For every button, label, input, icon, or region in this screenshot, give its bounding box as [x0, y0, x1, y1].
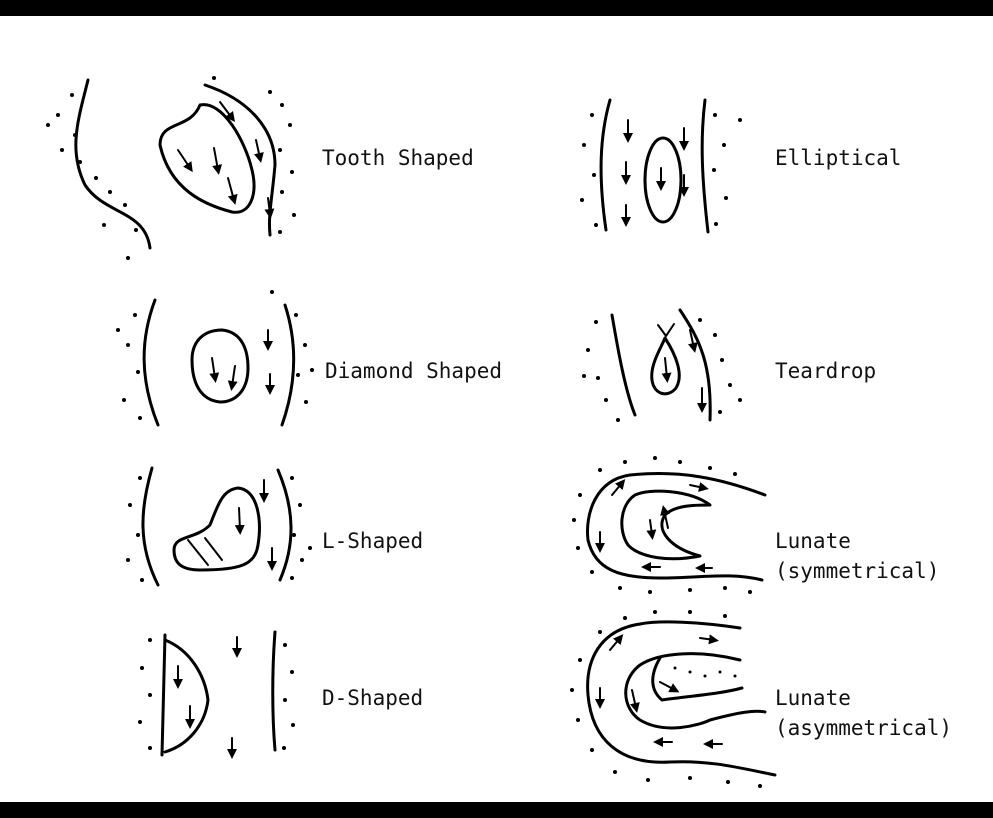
inner-bar-outline: [653, 658, 742, 700]
bank-line: [76, 80, 150, 248]
label-lunate-asymmetrical-subtitle: (asymmetrical): [775, 716, 952, 740]
bar-outline: [622, 491, 710, 559]
bank-line: [162, 635, 165, 755]
bank-line: [143, 468, 158, 585]
diamond-shaped-figure: [116, 290, 314, 425]
label-teardrop: Teardrop: [775, 359, 876, 383]
bar-outline: [645, 138, 681, 222]
lunate-symmetrical-figure: [572, 456, 765, 594]
label-tooth-shaped: Tooth Shaped: [322, 146, 474, 170]
l-shaped-figure: [126, 468, 312, 585]
flow-arrows: [626, 120, 684, 222]
bank-line: [601, 100, 610, 230]
arrow-tip: [658, 324, 674, 336]
bank-line: [587, 474, 765, 580]
bar-outline: [165, 640, 208, 752]
label-l-shaped: L-Shaped: [322, 529, 423, 553]
bank-line: [144, 300, 158, 425]
label-diamond-shaped: Diamond Shaped: [325, 359, 502, 383]
bank-line: [612, 315, 635, 415]
bank-line: [702, 100, 708, 232]
bar-outline: [192, 330, 248, 402]
d-shaped-figure: [138, 632, 295, 755]
label-lunate-symmetrical-subtitle: (symmetrical): [775, 559, 939, 583]
bar-outline: [174, 488, 259, 570]
bar-outline: [160, 105, 254, 213]
bank-line: [680, 310, 710, 420]
label-elliptical: Elliptical: [775, 146, 901, 170]
bar-outline: [626, 654, 765, 728]
teardrop-figure: [582, 310, 742, 422]
bank-line: [282, 305, 294, 425]
label-lunate-symmetrical-title: Lunate: [775, 529, 851, 553]
label-lunate-asymmetrical-title: Lunate: [775, 686, 851, 710]
tooth-shaped-figure: [46, 76, 296, 260]
bank-line: [278, 470, 291, 580]
label-d-shaped: D-Shaped: [322, 686, 423, 710]
elliptical-figure: [580, 100, 742, 232]
bank-line: [273, 632, 275, 750]
lunate-asymmetrical-figure: [570, 610, 775, 788]
sediment-dots: [582, 318, 742, 422]
